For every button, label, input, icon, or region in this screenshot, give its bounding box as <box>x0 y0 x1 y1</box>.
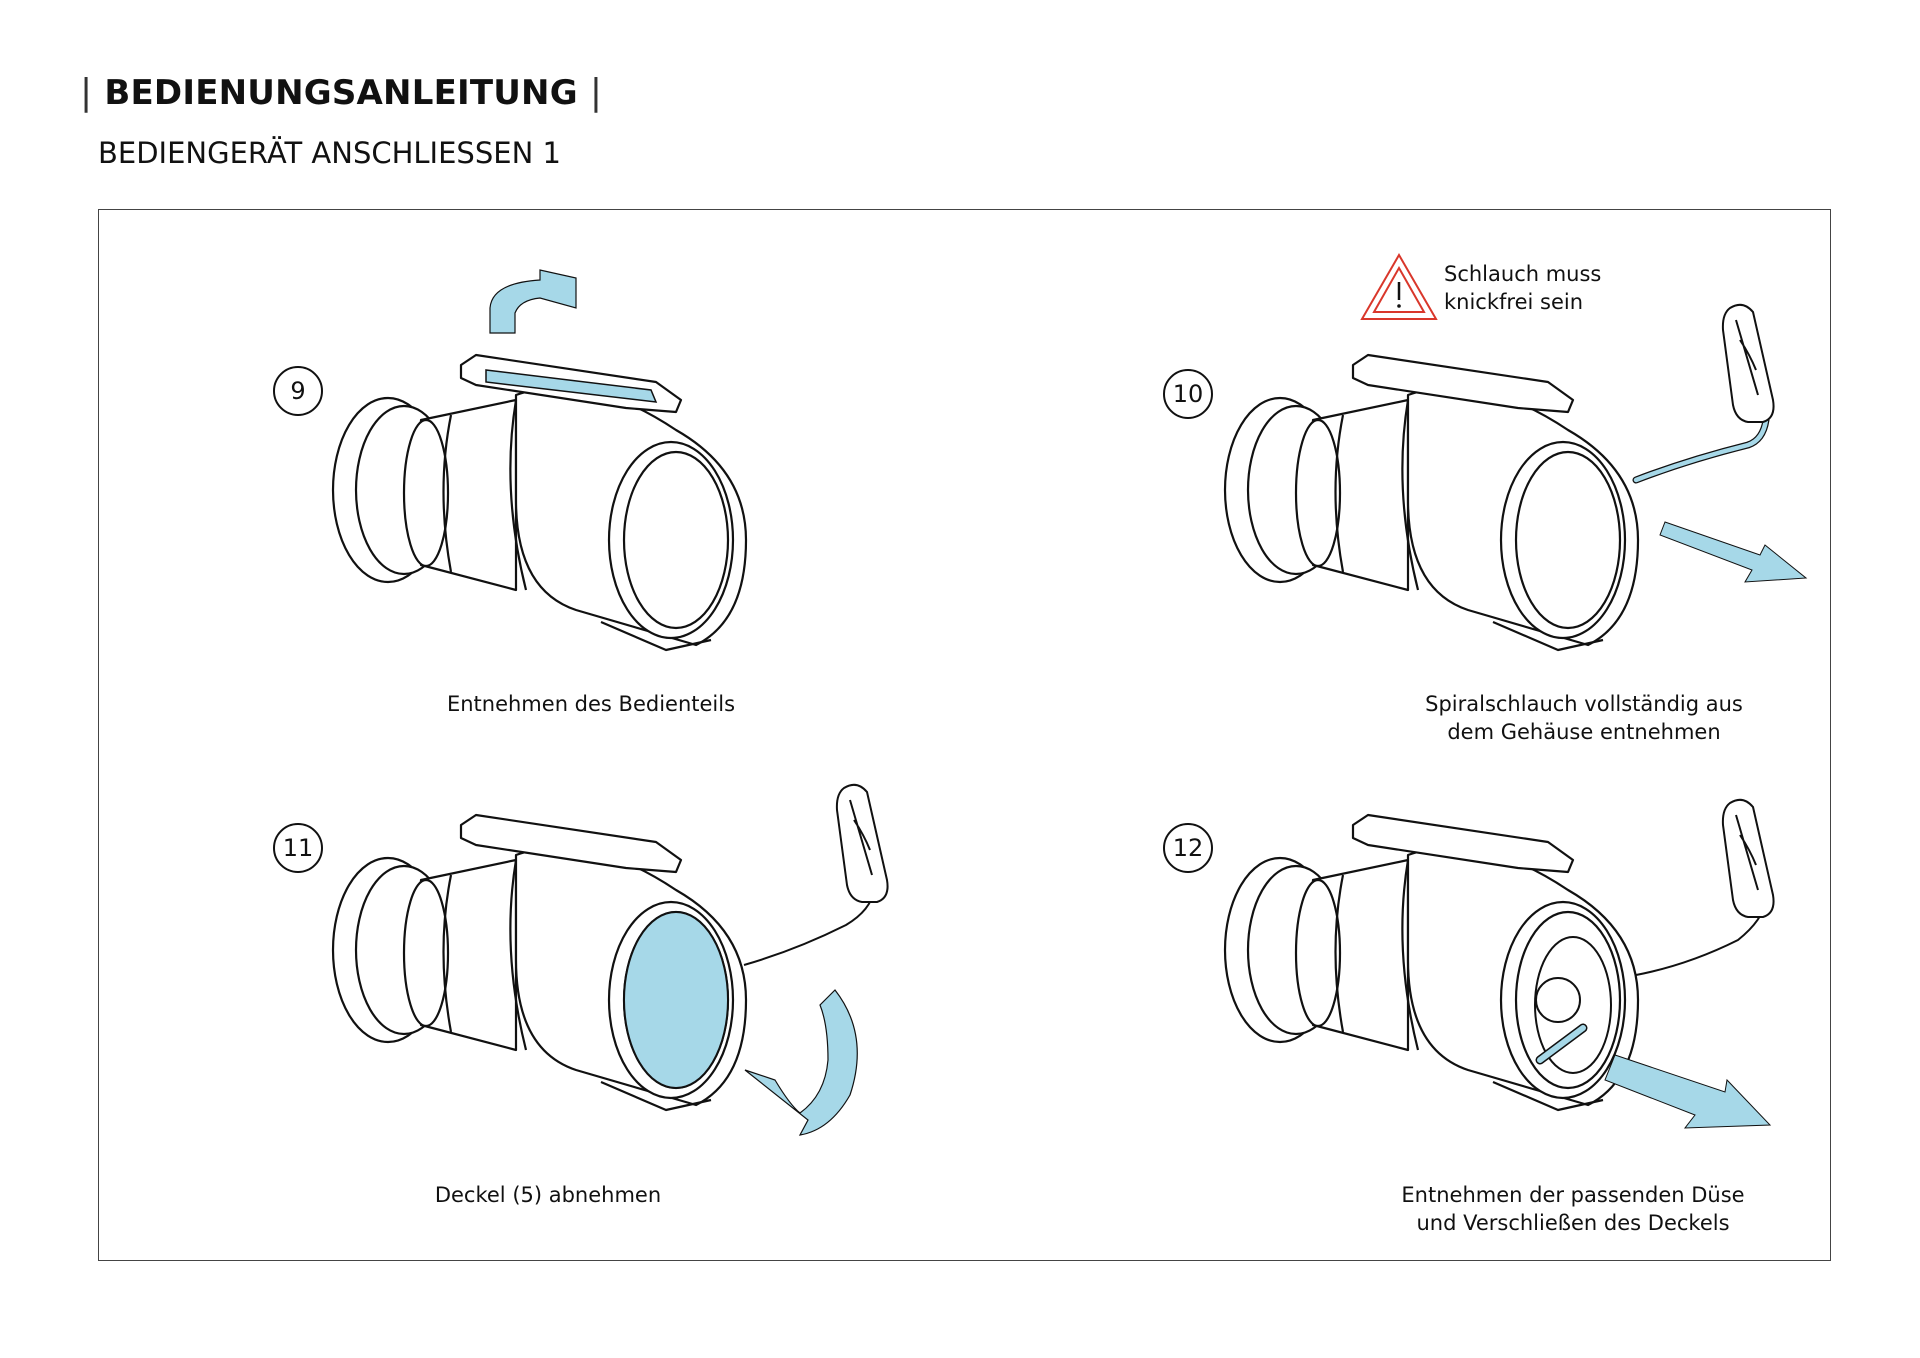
highlighted-control-unit <box>485 369 658 403</box>
step-number-10: 10 <box>1163 369 1213 419</box>
step-caption-11: Deckel (5) abnehmen <box>435 1181 661 1209</box>
step-number-12: 12 <box>1163 823 1213 873</box>
device-illustration-step-12 <box>1218 800 1767 1120</box>
lift-arrow-icon <box>489 269 577 334</box>
warning-text: Schlauch muss knickfrei sein <box>1444 260 1601 316</box>
remote-control-icon <box>1718 795 1778 925</box>
device-illustration-step-9 <box>326 340 766 660</box>
page-title: | BEDIENUNGSANLEITUNG | <box>80 72 602 113</box>
instructions-frame <box>98 209 1831 1261</box>
caption-line: Deckel (5) abnehmen <box>434 1183 662 1207</box>
step-caption-9: Entnehmen des Bedienteils <box>447 690 735 718</box>
nozzle <box>1537 1025 1586 1063</box>
caption-line: Spiralschlauch vollständig aus <box>1425 692 1743 716</box>
step-caption-10: Spiralschlauch vollständig aus dem Gehäu… <box>1425 690 1743 746</box>
warning-triangle-icon <box>1360 253 1438 320</box>
page-subtitle: BEDIENGERÄT ANSCHLIESSEN 1 <box>98 136 561 170</box>
caption-line: dem Gehäuse entnehmen <box>1447 720 1721 744</box>
spiral-hose <box>1633 417 1769 483</box>
title-separator-right: | <box>589 72 603 113</box>
rotate-arrow-icon <box>744 989 858 1136</box>
title-separator-left: | <box>80 72 93 113</box>
remote-control-icon <box>1718 300 1778 430</box>
lid <box>623 911 729 1089</box>
warning-line: knickfrei sein <box>1444 290 1584 314</box>
step-number-11: 11 <box>273 823 323 873</box>
title-text: BEDIENUNGSANLEITUNG <box>104 73 578 113</box>
caption-line: und Verschließen des Deckels <box>1416 1211 1730 1235</box>
pull-out-arrow-icon <box>1604 1054 1772 1129</box>
step-number-9: 9 <box>273 366 323 416</box>
remote-control-icon <box>832 780 892 910</box>
step-caption-12: Entnehmen der passenden Düse und Verschl… <box>1401 1181 1744 1237</box>
device-illustration-step-10 <box>1218 340 1770 660</box>
pull-out-arrow-icon <box>1659 521 1808 583</box>
caption-line: Entnehmen des Bedienteils <box>446 692 736 716</box>
warning-line: Schlauch muss <box>1444 262 1602 286</box>
caption-line: Entnehmen der passenden Düse <box>1401 1183 1745 1207</box>
device-illustration-step-11 <box>326 800 875 1120</box>
